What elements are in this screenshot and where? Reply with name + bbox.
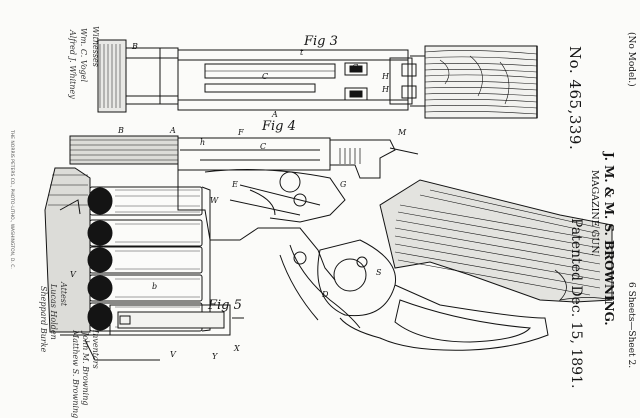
ref-letter: H [382, 85, 389, 94]
witness-name-2: Alfred J. Whitney [68, 30, 77, 99]
ref-letter: D [322, 290, 329, 299]
ref-letter: H [382, 72, 389, 81]
ref-letter: F [238, 128, 244, 137]
inventor-name-1: John M. Browning [81, 332, 90, 406]
ref-letter: A [170, 126, 176, 135]
fig5-label: Fig 5 [208, 298, 242, 313]
ref-letter: G [340, 180, 347, 189]
ref-letter: V [70, 270, 76, 279]
attest-name-1: Lucas Holden [49, 284, 58, 340]
ref-letter: t [300, 48, 304, 57]
ref-letter: X [234, 344, 240, 353]
ref-letter: W [210, 196, 219, 205]
ref-letter: B [132, 42, 138, 51]
sheets-label: 6 Sheets—Sheet 2. [626, 282, 636, 369]
inventors-signature-label: Inventors [91, 330, 100, 369]
ref-letter: Y [212, 352, 218, 361]
ref-letter: C [260, 142, 267, 151]
fig4-drawing [44, 135, 613, 361]
fig4-label: Fig 4 [262, 119, 296, 134]
patent-drawing [44, 39, 613, 361]
ref-letter: V [170, 350, 176, 359]
ref-letter: b [152, 282, 158, 291]
patent-sheet: Fig 3 Fig 4 Fig 5 B C t G G H H A B A F … [9, 26, 636, 418]
inventors-heading: J. M. & M. S. BROWNING. [602, 152, 616, 326]
ref-letter: S [376, 268, 382, 277]
fig3-drawing [97, 39, 538, 119]
no-model-label: (No Model.) [626, 32, 636, 87]
ref-letter: A [272, 110, 278, 119]
ref-letter: M [398, 128, 407, 137]
witness-name-1: Wm. C. Vogel [79, 28, 88, 83]
ref-letter: G [352, 63, 359, 72]
ref-letter: E [232, 180, 238, 189]
ref-letter: h [200, 138, 206, 147]
witnesses-top-label: Witnesses [91, 26, 100, 67]
printer-imprint: THE NORRIS PETERS CO., PHOTO-LITHO., WAS… [9, 130, 14, 269]
title-heading: MAGAZINE GUN. [589, 170, 600, 256]
ref-letter: G [352, 90, 359, 99]
attest-label: Attest [59, 282, 68, 307]
attest-name-2: Sheppard Burke [39, 286, 48, 353]
ref-letter: C [262, 72, 269, 81]
patent-date: Patented Dec. 15, 1891. [568, 218, 584, 389]
ref-letter: B [118, 126, 124, 135]
patent-number: No. 465,339. [566, 46, 584, 151]
fig3-label: Fig 3 [304, 34, 338, 49]
